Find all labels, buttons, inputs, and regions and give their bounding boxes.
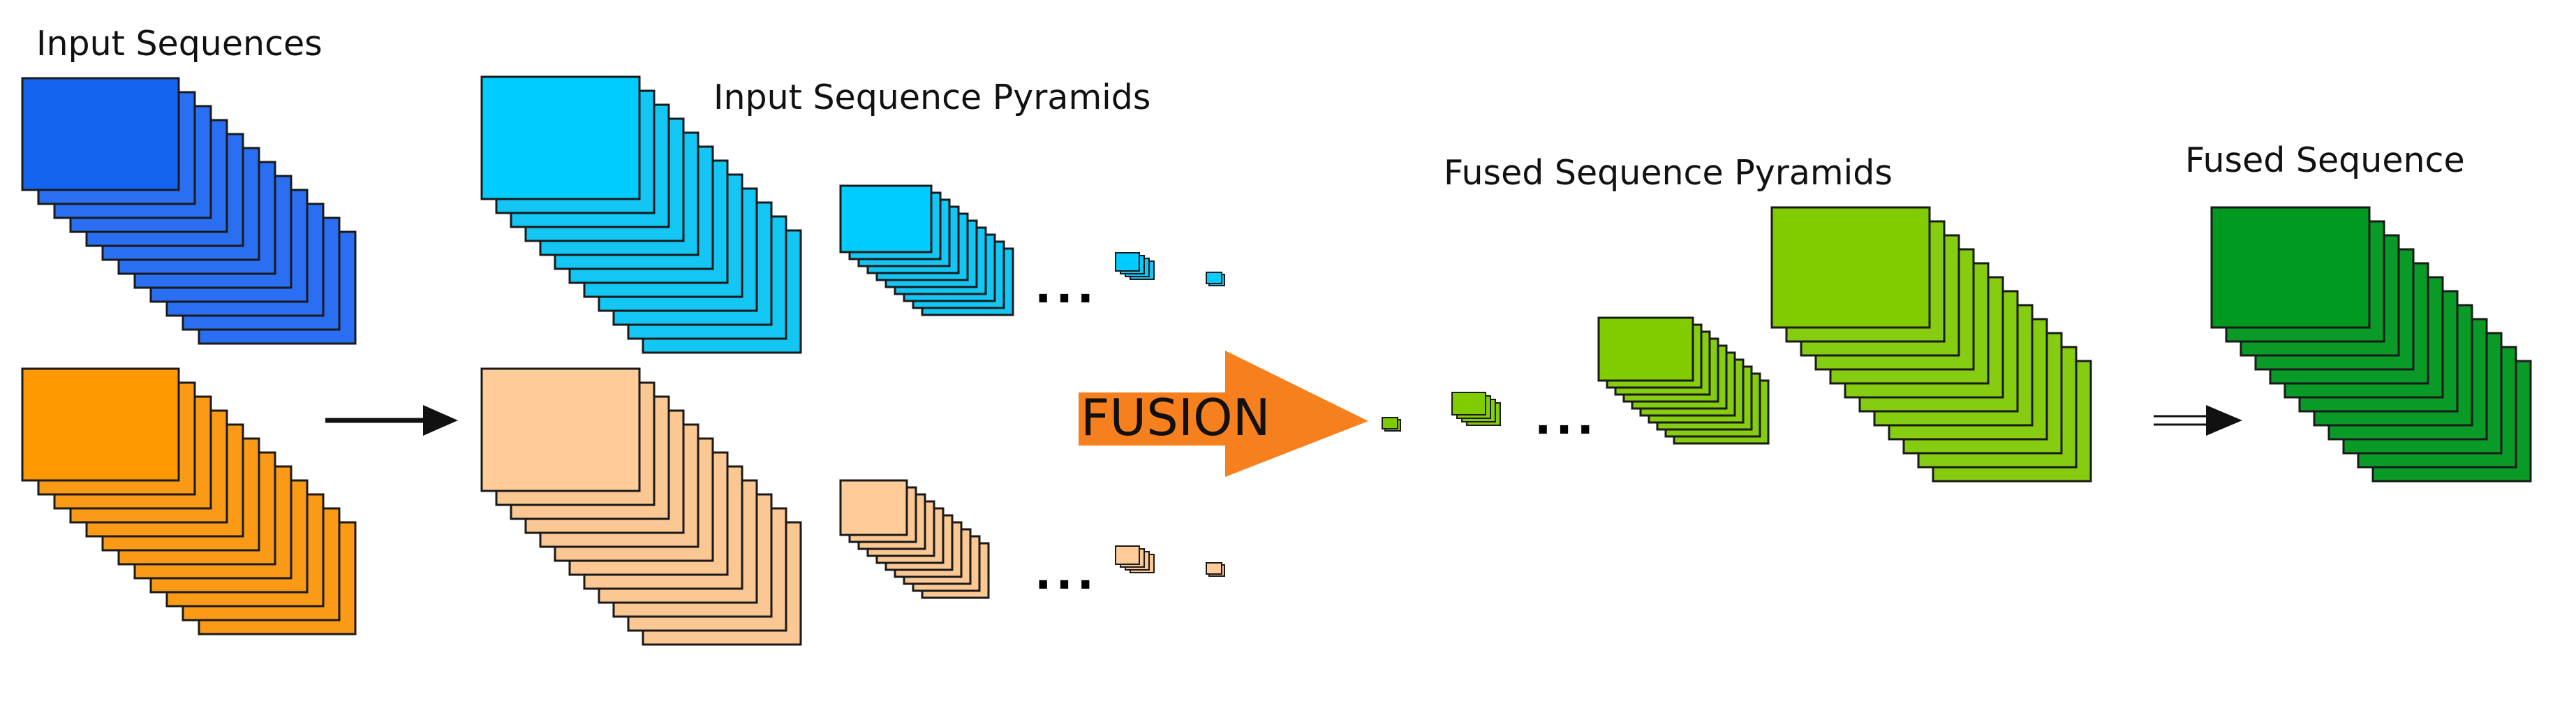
pyramid-cyan-level-2-frame bbox=[839, 184, 933, 253]
fused-pyramid-level-4-frame bbox=[1382, 417, 1398, 429]
input-sequence-blue bbox=[21, 77, 357, 345]
pyramid-peach-level-2 bbox=[839, 479, 990, 599]
pyramid-peach-level-4-frame bbox=[1206, 562, 1222, 575]
fused-pyramid-level-2 bbox=[1597, 316, 1770, 445]
pyramid-cyan-level-3 bbox=[1115, 252, 1155, 280]
pyramid-peach-level-1 bbox=[480, 367, 802, 646]
fused-pyramid-level-3 bbox=[1451, 392, 1501, 426]
frame-stacks bbox=[21, 75, 2532, 646]
pyramid-peach-level-2-frame bbox=[839, 479, 908, 536]
pyramid-peach-level-3-frame bbox=[1115, 545, 1140, 565]
label-fused-sequence: Fused Sequence bbox=[2185, 140, 2465, 180]
ellipsis-peach: ... bbox=[1035, 548, 1098, 600]
input-sequence-blue-frame bbox=[21, 77, 180, 191]
pyramid-cyan-level-2 bbox=[839, 184, 1014, 316]
fused-pyramid-level-2-frame bbox=[1597, 316, 1694, 382]
pyramid-peach-level-1-frame bbox=[480, 367, 641, 492]
fused-sequence-green-frame bbox=[2210, 206, 2371, 329]
pyramid-cyan-level-3-frame bbox=[1115, 252, 1140, 272]
input-sequence-orange bbox=[21, 367, 357, 635]
pyramid-cyan-level-1-frame bbox=[480, 75, 641, 200]
pyramid-peach-level-4 bbox=[1206, 562, 1225, 577]
fused-pyramid-level-1 bbox=[1770, 206, 2092, 483]
pyramid-cyan-level-1 bbox=[480, 75, 802, 354]
fused-sequence-green bbox=[2210, 206, 2532, 483]
fused-pyramid-level-1-frame bbox=[1770, 206, 1931, 329]
arrow-to-pyramids bbox=[325, 405, 458, 436]
input-sequence-orange-frame bbox=[21, 367, 180, 482]
pyramid-peach-level-3 bbox=[1115, 545, 1155, 573]
arrow-to-fused-sequence bbox=[2154, 405, 2242, 436]
label-input-sequence-pyramids: Input Sequence Pyramids bbox=[713, 78, 1151, 117]
ellipsis-cyan: ... bbox=[1035, 262, 1098, 314]
fusion-arrow bbox=[1079, 351, 1368, 477]
fusion-label: FUSION bbox=[1081, 388, 1271, 447]
fused-pyramid-level-4 bbox=[1382, 417, 1401, 432]
pyramid-cyan-level-4-frame bbox=[1206, 272, 1222, 284]
ellipsis-lime: ... bbox=[1534, 393, 1598, 445]
pyramid-cyan-level-4 bbox=[1206, 272, 1225, 286]
label-fused-sequence-pyramids: Fused Sequence Pyramids bbox=[1444, 153, 1893, 193]
label-input-sequences: Input Sequences bbox=[36, 24, 323, 64]
fused-pyramid-level-3-frame bbox=[1451, 392, 1486, 415]
